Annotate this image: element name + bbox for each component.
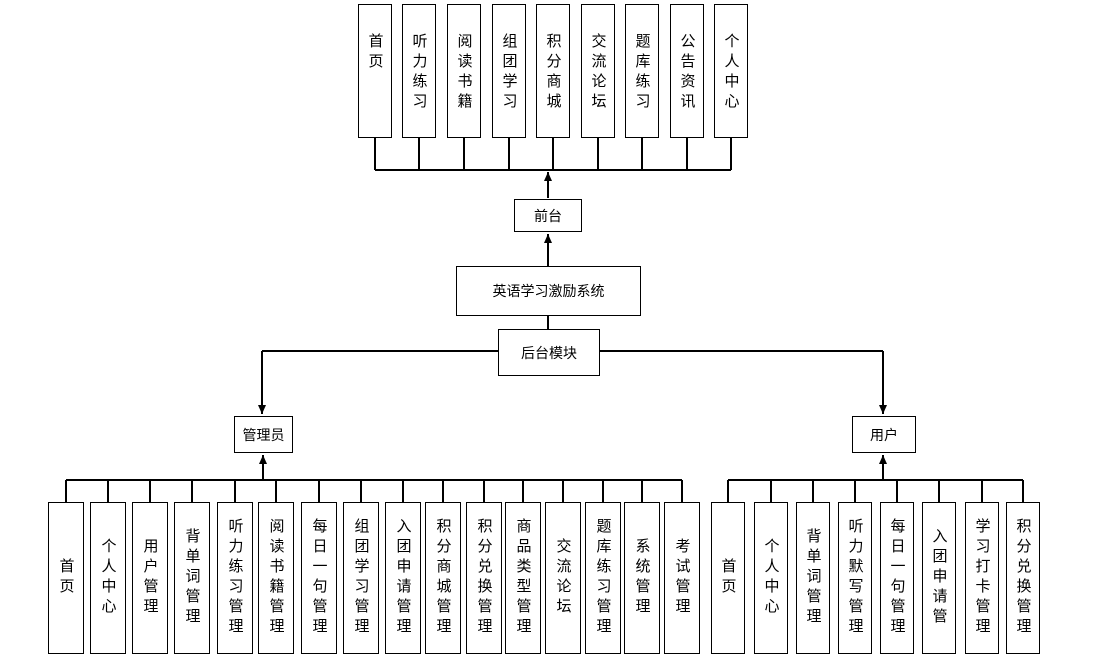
admin-module-box: 题库练习管理 bbox=[585, 502, 621, 654]
front-module-label: 首页 bbox=[366, 33, 385, 73]
user-module-box: 背单词管理 bbox=[796, 502, 830, 654]
admin-module-label: 考试管理 bbox=[673, 538, 692, 618]
admin-module-box: 积分商城管理 bbox=[425, 502, 461, 654]
user-label: 用户 bbox=[870, 427, 898, 444]
user-module-box: 入团申请管 bbox=[922, 502, 956, 654]
admin-module-box: 商品类型管理 bbox=[505, 502, 541, 654]
front-module-label: 阅读书籍 bbox=[455, 33, 474, 113]
admin-module-label: 入团申请管理 bbox=[394, 518, 413, 638]
admin-module-label: 商品类型管理 bbox=[514, 518, 533, 638]
front-module-box: 题库练习 bbox=[625, 4, 659, 138]
admin-module-box: 用户管理 bbox=[132, 502, 168, 654]
user-module-label: 个人中心 bbox=[762, 538, 781, 618]
user-module-label: 每日一句管理 bbox=[888, 518, 907, 638]
admin-module-label: 积分商城管理 bbox=[434, 518, 453, 638]
front-module-label: 题库练习 bbox=[633, 33, 652, 113]
front-module-label: 交流论坛 bbox=[589, 33, 608, 113]
frontend-box: 前台 bbox=[514, 199, 582, 232]
admin-module-box: 个人中心 bbox=[90, 502, 126, 654]
admin-module-label: 个人中心 bbox=[99, 538, 118, 618]
user-module-label: 首页 bbox=[719, 558, 738, 598]
user-box: 用户 bbox=[852, 416, 916, 453]
backend-label: 后台模块 bbox=[521, 345, 577, 362]
user-module-box: 学习打卡管理 bbox=[965, 502, 999, 654]
admin-module-label: 积分兑换管理 bbox=[475, 518, 494, 638]
user-module-label: 学习打卡管理 bbox=[973, 518, 992, 638]
admin-module-label: 背单词管理 bbox=[183, 528, 202, 628]
admin-module-box: 每日一句管理 bbox=[301, 502, 337, 654]
front-module-box: 组团学习 bbox=[492, 4, 526, 138]
front-module-box: 个人中心 bbox=[714, 4, 748, 138]
admin-label: 管理员 bbox=[242, 427, 285, 444]
front-module-box: 交流论坛 bbox=[581, 4, 615, 138]
admin-module-box: 积分兑换管理 bbox=[466, 502, 502, 654]
front-module-box: 公告资讯 bbox=[670, 4, 704, 138]
system-title: 英语学习激励系统 bbox=[492, 284, 605, 300]
admin-module-box: 阅读书籍管理 bbox=[258, 502, 294, 654]
admin-module-label: 用户管理 bbox=[141, 538, 160, 618]
front-module-box: 积分商城 bbox=[536, 4, 570, 138]
system-title-box: 英语学习激励系统 bbox=[456, 266, 641, 316]
front-module-label: 个人中心 bbox=[722, 33, 741, 113]
admin-module-label: 首页 bbox=[57, 558, 76, 598]
admin-module-box: 交流论坛 bbox=[545, 502, 581, 654]
user-module-box: 个人中心 bbox=[754, 502, 788, 654]
admin-module-label: 题库练习管理 bbox=[594, 518, 613, 638]
front-module-label: 积分商城 bbox=[544, 33, 563, 113]
admin-module-box: 听力练习管理 bbox=[217, 502, 253, 654]
front-module-box: 听力练习 bbox=[402, 4, 436, 138]
user-module-box: 听力默写管理 bbox=[838, 502, 872, 654]
admin-box: 管理员 bbox=[234, 416, 293, 453]
admin-module-label: 组团学习管理 bbox=[352, 518, 371, 638]
admin-module-box: 考试管理 bbox=[664, 502, 700, 654]
front-module-label: 组团学习 bbox=[500, 33, 519, 113]
admin-module-label: 交流论坛 bbox=[554, 538, 573, 618]
front-module-box: 首页 bbox=[358, 4, 392, 138]
admin-module-box: 入团申请管理 bbox=[385, 502, 421, 654]
admin-module-box: 组团学习管理 bbox=[343, 502, 379, 654]
front-module-label: 听力练习 bbox=[410, 33, 429, 113]
admin-module-box: 系统管理 bbox=[624, 502, 660, 654]
frontend-label: 前台 bbox=[534, 208, 562, 225]
user-module-label: 积分兑换管理 bbox=[1014, 518, 1033, 638]
admin-module-label: 阅读书籍管理 bbox=[267, 518, 286, 638]
admin-module-label: 听力练习管理 bbox=[226, 518, 245, 638]
front-module-label: 公告资讯 bbox=[678, 33, 697, 113]
user-module-box: 首页 bbox=[711, 502, 745, 654]
backend-box: 后台模块 bbox=[498, 329, 600, 376]
front-module-box: 阅读书籍 bbox=[447, 4, 481, 138]
admin-module-box: 首页 bbox=[48, 502, 84, 654]
user-module-label: 听力默写管理 bbox=[846, 518, 865, 638]
user-module-label: 入团申请管 bbox=[930, 528, 949, 628]
admin-module-label: 系统管理 bbox=[633, 538, 652, 618]
user-module-box: 积分兑换管理 bbox=[1006, 502, 1040, 654]
user-module-box: 每日一句管理 bbox=[880, 502, 914, 654]
admin-module-label: 每日一句管理 bbox=[310, 518, 329, 638]
admin-module-box: 背单词管理 bbox=[174, 502, 210, 654]
user-module-label: 背单词管理 bbox=[804, 528, 823, 628]
